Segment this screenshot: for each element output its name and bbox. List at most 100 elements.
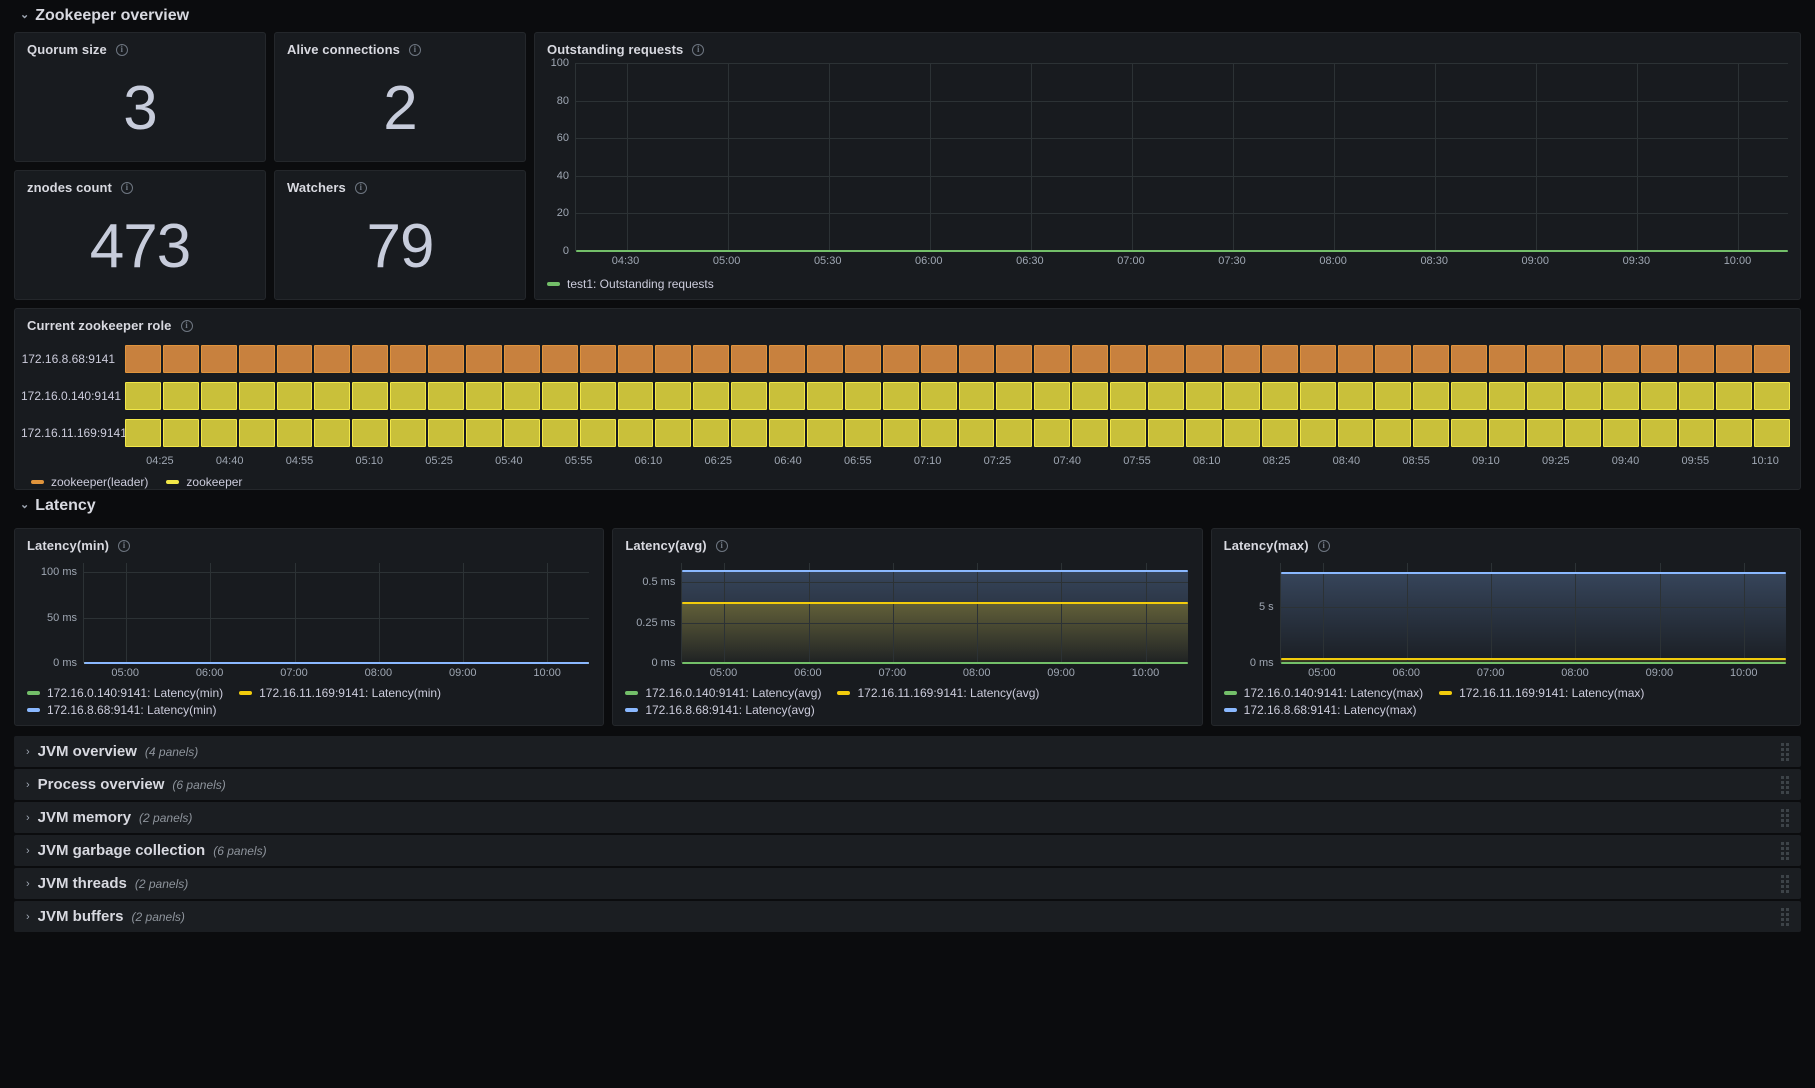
state-cell[interactable] bbox=[655, 418, 692, 447]
legend-item[interactable]: 172.16.11.169:9141: Latency(avg) bbox=[837, 686, 1039, 700]
state-cell[interactable] bbox=[1564, 381, 1601, 410]
state-cell[interactable] bbox=[428, 345, 465, 374]
collapsed-section-row[interactable]: ›JVM overview(4 panels) bbox=[14, 736, 1801, 767]
state-cell[interactable] bbox=[1564, 345, 1601, 374]
stat-panel-watchers[interactable]: Watchers i 79 bbox=[274, 170, 526, 300]
state-cell[interactable] bbox=[579, 418, 616, 447]
info-icon[interactable]: i bbox=[354, 181, 367, 194]
state-cell[interactable] bbox=[1337, 418, 1374, 447]
state-cell[interactable] bbox=[1754, 381, 1791, 410]
state-cell[interactable] bbox=[1413, 418, 1450, 447]
state-cell[interactable] bbox=[1072, 345, 1109, 374]
state-cell[interactable] bbox=[503, 418, 540, 447]
info-icon[interactable]: i bbox=[180, 319, 193, 332]
state-cell[interactable] bbox=[541, 381, 578, 410]
stat-panel-quorum-size[interactable]: Quorum size i 3 bbox=[14, 32, 266, 162]
state-cell[interactable] bbox=[769, 345, 806, 374]
state-cell[interactable] bbox=[1034, 418, 1071, 447]
state-cell[interactable] bbox=[807, 381, 843, 410]
state-cell[interactable] bbox=[996, 345, 1033, 374]
state-cell[interactable] bbox=[579, 381, 616, 410]
info-icon[interactable]: i bbox=[692, 43, 705, 56]
legend-item[interactable]: 172.16.11.169:9141: Latency(max) bbox=[1439, 686, 1644, 700]
state-cell[interactable] bbox=[428, 418, 465, 447]
state-cell[interactable] bbox=[807, 345, 843, 374]
state-cell[interactable] bbox=[1375, 381, 1412, 410]
section-header-zookeeper-overview[interactable]: ⌄ Zookeeper overview bbox=[8, 0, 1807, 32]
info-icon[interactable]: i bbox=[715, 539, 728, 552]
state-cell[interactable] bbox=[693, 381, 730, 410]
state-cell[interactable] bbox=[1413, 345, 1450, 374]
state-cell[interactable] bbox=[731, 345, 768, 374]
state-cell[interactable] bbox=[693, 418, 730, 447]
state-cell[interactable] bbox=[1337, 345, 1374, 374]
state-cell[interactable] bbox=[1034, 345, 1071, 374]
state-cell[interactable] bbox=[1110, 418, 1147, 447]
state-cell[interactable] bbox=[466, 345, 502, 374]
state-cell[interactable] bbox=[1678, 418, 1715, 447]
drag-handle-icon[interactable] bbox=[1781, 808, 1789, 827]
state-cell[interactable] bbox=[541, 345, 578, 374]
state-cell[interactable] bbox=[1148, 418, 1184, 447]
collapsed-section-row[interactable]: ›JVM threads(2 panels) bbox=[14, 868, 1801, 899]
state-cell[interactable] bbox=[314, 381, 351, 410]
state-cell[interactable] bbox=[1602, 381, 1639, 410]
state-cell[interactable] bbox=[1375, 345, 1412, 374]
state-cell[interactable] bbox=[996, 418, 1033, 447]
state-cell[interactable] bbox=[1451, 345, 1488, 374]
state-cell[interactable] bbox=[125, 381, 161, 410]
state-cell[interactable] bbox=[125, 345, 161, 374]
collapsed-section-row[interactable]: ›JVM garbage collection(6 panels) bbox=[14, 835, 1801, 866]
info-icon[interactable]: i bbox=[408, 43, 421, 56]
state-cell[interactable] bbox=[1526, 381, 1563, 410]
state-timeline-row[interactable] bbox=[125, 418, 1791, 447]
state-cell[interactable] bbox=[1640, 418, 1677, 447]
state-cell[interactable] bbox=[276, 345, 313, 374]
state-cell[interactable] bbox=[731, 418, 768, 447]
state-cell[interactable] bbox=[769, 381, 806, 410]
state-cell[interactable] bbox=[390, 418, 427, 447]
legend-item[interactable]: 172.16.0.140:9141: Latency(min) bbox=[27, 686, 223, 700]
legend-item[interactable]: 172.16.0.140:9141: Latency(max) bbox=[1223, 686, 1423, 700]
state-cell[interactable] bbox=[503, 381, 540, 410]
legend-item[interactable]: 172.16.8.68:9141: Latency(avg) bbox=[625, 703, 815, 717]
state-cell[interactable] bbox=[352, 345, 389, 374]
state-cell[interactable] bbox=[276, 418, 313, 447]
state-cell[interactable] bbox=[1223, 381, 1260, 410]
state-cell[interactable] bbox=[1148, 381, 1184, 410]
state-cell[interactable] bbox=[200, 418, 237, 447]
state-cell[interactable] bbox=[844, 345, 881, 374]
state-cell[interactable] bbox=[541, 418, 578, 447]
state-cell[interactable] bbox=[1526, 418, 1563, 447]
state-cell[interactable] bbox=[1110, 345, 1147, 374]
state-cell[interactable] bbox=[1223, 418, 1260, 447]
state-cell[interactable] bbox=[882, 345, 919, 374]
state-cell[interactable] bbox=[1602, 345, 1639, 374]
state-timeline-row[interactable] bbox=[125, 381, 1791, 410]
drag-handle-icon[interactable] bbox=[1781, 742, 1789, 761]
state-cell[interactable] bbox=[352, 418, 389, 447]
state-cell[interactable] bbox=[958, 418, 995, 447]
state-cell[interactable] bbox=[844, 418, 881, 447]
state-cell[interactable] bbox=[1072, 381, 1109, 410]
state-cell[interactable] bbox=[200, 345, 237, 374]
state-cell[interactable] bbox=[200, 381, 237, 410]
info-icon[interactable]: i bbox=[118, 539, 131, 552]
state-cell[interactable] bbox=[844, 381, 881, 410]
state-cell[interactable] bbox=[238, 345, 275, 374]
state-cell[interactable] bbox=[1223, 345, 1260, 374]
state-cell[interactable] bbox=[1526, 345, 1563, 374]
state-cell[interactable] bbox=[958, 381, 995, 410]
legend-item[interactable]: 172.16.0.140:9141: Latency(avg) bbox=[625, 686, 821, 700]
state-cell[interactable] bbox=[125, 418, 161, 447]
state-cell[interactable] bbox=[655, 345, 692, 374]
state-cell[interactable] bbox=[1678, 381, 1715, 410]
state-cell[interactable] bbox=[1299, 418, 1336, 447]
legend-item[interactable]: zookeeper(leader) bbox=[31, 475, 148, 489]
legend-item[interactable]: zookeeper bbox=[166, 475, 242, 489]
state-cell[interactable] bbox=[1261, 381, 1298, 410]
state-cell[interactable] bbox=[1489, 381, 1525, 410]
